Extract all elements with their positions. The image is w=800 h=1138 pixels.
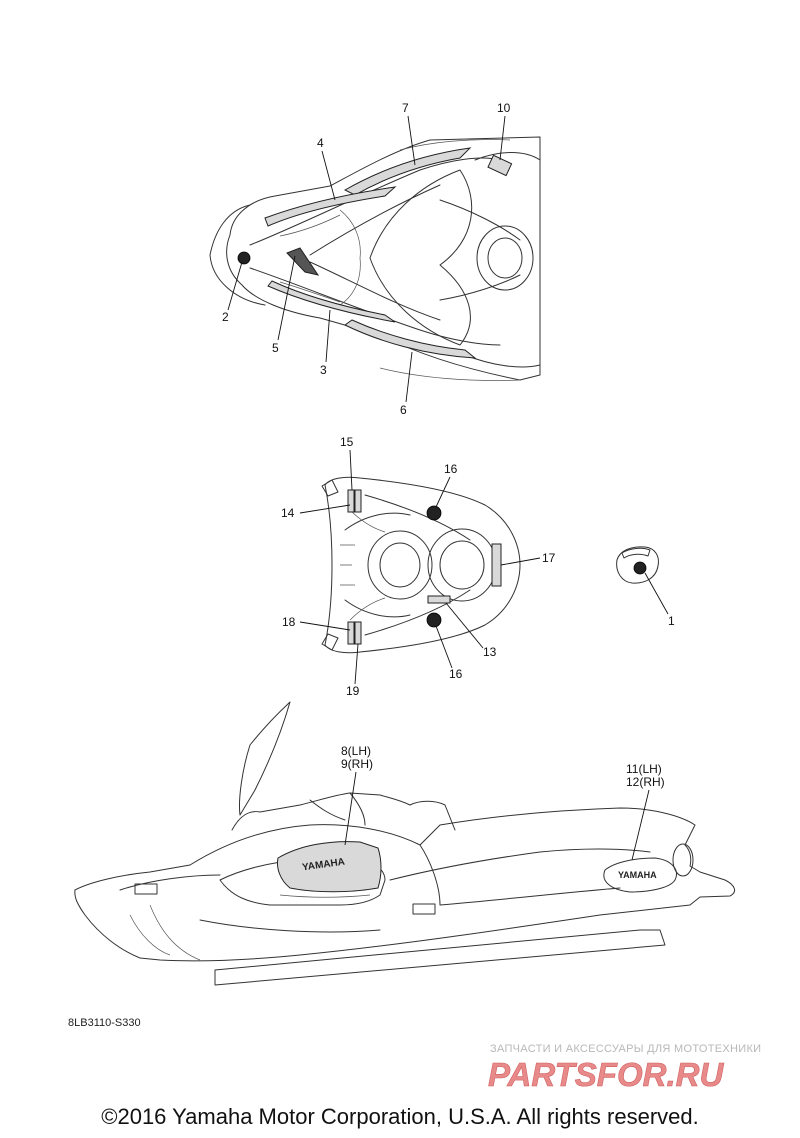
- svg-text:10: 10: [497, 101, 511, 115]
- svg-text:19: 19: [346, 684, 360, 698]
- emblem-1: [633, 561, 647, 575]
- emblem-16-top: [426, 505, 442, 521]
- svg-text:12(RH): 12(RH): [626, 775, 665, 789]
- diagram-code: 8LB3110-S330: [68, 1017, 141, 1029]
- emblem-part-view: [616, 546, 659, 584]
- svg-text:13: 13: [483, 645, 497, 659]
- svg-text:9(RH): 9(RH): [341, 757, 373, 771]
- svg-text:1: 1: [668, 614, 675, 628]
- decal-18: [347, 621, 355, 645]
- decal-14: [354, 489, 362, 513]
- rear-logo-text: YAMAHA: [618, 870, 657, 880]
- svg-text:16: 16: [444, 462, 458, 476]
- watermark-tagline: ЗАПЧАСТИ И АКСЕССУАРЫ ДЛЯ МОТОТЕХНИКИ: [490, 1043, 762, 1055]
- emblem-16-bottom: [426, 612, 442, 628]
- svg-text:15: 15: [340, 435, 354, 449]
- decal-19: [354, 621, 362, 645]
- decal-7: [343, 147, 472, 196]
- svg-text:2: 2: [222, 310, 229, 324]
- svg-text:4: 4: [317, 136, 324, 150]
- decal-8-9: [277, 841, 382, 893]
- decal-17: [491, 543, 502, 587]
- decal-15: [347, 489, 355, 513]
- tank-top-view: [321, 476, 521, 654]
- snowmobile-side-view: YAMAHA YAMAHA: [74, 701, 736, 986]
- copyright-notice: ©2016 Yamaha Motor Corporation, U.S.A. A…: [101, 1104, 699, 1129]
- svg-text:17: 17: [542, 551, 556, 565]
- decal-13: [427, 595, 451, 604]
- svg-text:14: 14: [281, 506, 295, 520]
- decal-3: [267, 280, 396, 323]
- watermark-logo: PARTSFOR.RU: [488, 1056, 725, 1093]
- hood-top-view: [209, 136, 541, 381]
- decal-5: [286, 247, 320, 276]
- svg-text:7: 7: [402, 101, 409, 115]
- svg-text:3: 3: [320, 363, 327, 377]
- hood-callouts: 7 10 4 2 5 3 6: [222, 101, 511, 417]
- svg-text:PARTSFOR.RU: PARTSFOR.RU: [488, 1056, 724, 1093]
- decal-6: [344, 319, 477, 359]
- svg-text:8(LH): 8(LH): [341, 744, 371, 758]
- svg-text:16: 16: [449, 667, 463, 681]
- svg-text:18: 18: [282, 615, 296, 629]
- tank-callouts: 15 14 16 17 18 13 16 19 1: [281, 435, 675, 698]
- svg-text:11(LH): 11(LH): [626, 762, 662, 776]
- decal-10: [487, 154, 513, 177]
- side-callouts: 8(LH) 9(RH) 11(LH) 12(RH): [341, 744, 665, 861]
- emblem-2: [237, 251, 251, 265]
- svg-text:5: 5: [272, 341, 279, 355]
- svg-text:6: 6: [400, 403, 407, 417]
- decal-4: [264, 186, 397, 227]
